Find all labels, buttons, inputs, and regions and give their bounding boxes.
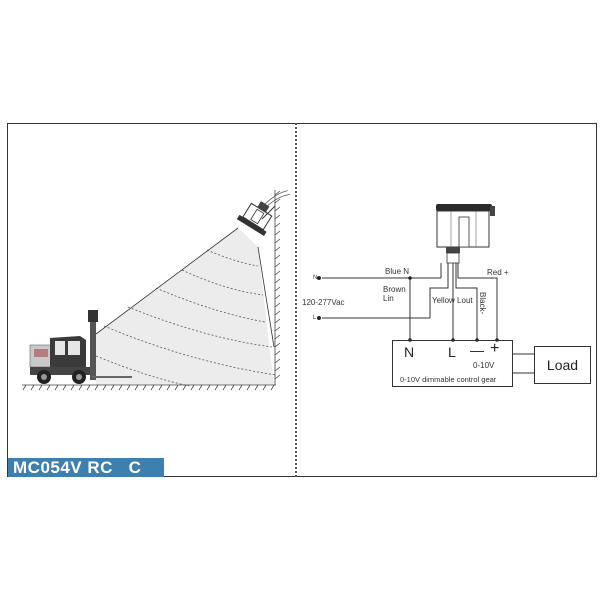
gear-terminal-plus: + [490,340,500,357]
panel-divider [295,123,297,477]
red-wire-label: Red + [487,268,509,277]
wall-hatch-icon [274,190,281,385]
blue-wire-label: Blue N [385,267,410,276]
terminal-n-label: N [313,275,318,281]
load-box: Load [534,346,591,384]
control-gear-label: 0-10V dimmable control gear [400,375,497,384]
gear-terminal-n: N [404,344,415,360]
brown-wire-label: Brown [383,285,406,294]
ground-hatch-icon [22,384,276,391]
gear-terminal-minus: — [470,342,484,358]
junction-dots [317,276,499,342]
load-label: Load [546,357,579,373]
supply-voltage-label: 120-277Vac [302,298,345,307]
forklift-icon [29,310,132,384]
wiring-lines [322,263,534,374]
gear-terminal-l: L [448,344,456,360]
black-wire-label: Black- [478,292,487,315]
sensor-head-icon [436,204,495,264]
control-gear-box [392,340,513,387]
motion-sensor-icon [236,190,290,237]
terminal-l-label: L [313,315,317,321]
diagram-frame [7,123,597,477]
dim-voltage-label: 0-10V [473,361,495,370]
model-tag: MC054V RC C [8,458,164,477]
brown-wire-label-2: Lin [383,294,394,303]
detection-beam [95,227,277,387]
yellow-wire-label: Yellow Lout [432,296,473,305]
